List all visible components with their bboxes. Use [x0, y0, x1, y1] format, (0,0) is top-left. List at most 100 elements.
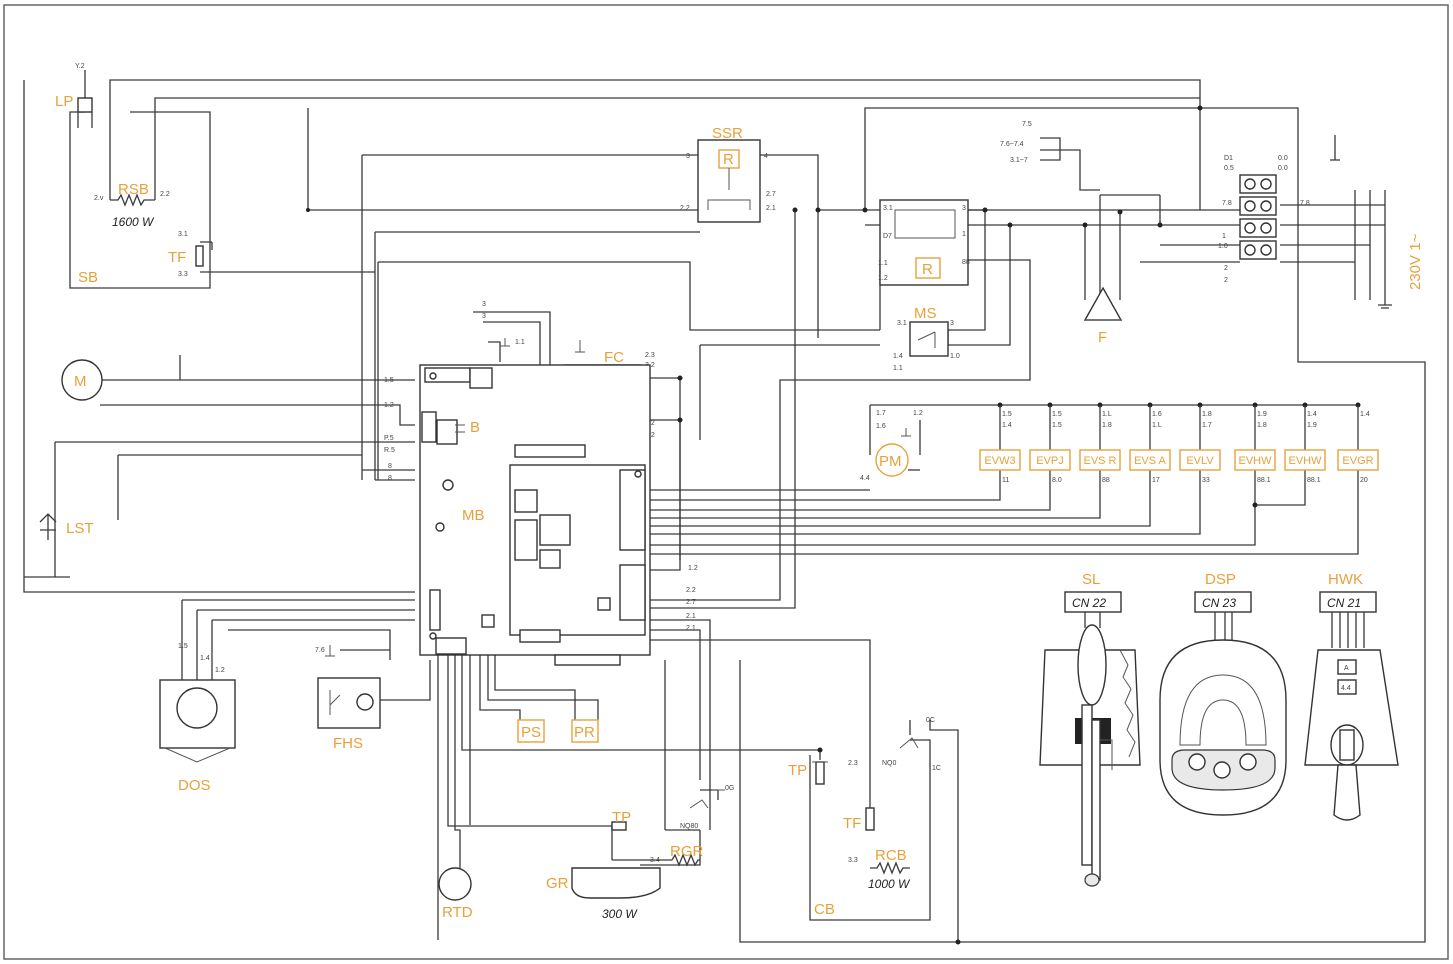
tf2-label: TF [843, 815, 861, 832]
rgr-power: 300 W [602, 907, 638, 921]
valve-label: EVLV [1186, 455, 1214, 467]
svg-text:NQ0: NQ0 [882, 760, 897, 767]
svg-text:3.1~7: 3.1~7 [1010, 157, 1028, 164]
svg-text:1.2: 1.2 [688, 565, 698, 572]
svg-text:1.1: 1.1 [878, 260, 888, 267]
sl-label: SL [1082, 571, 1100, 588]
svg-text:D1: D1 [1224, 155, 1233, 162]
svg-text:2.2: 2.2 [680, 205, 690, 212]
fhs-label: FHS [333, 735, 363, 752]
svg-text:1: 1 [1222, 233, 1226, 240]
valve-label: EVW3 [984, 455, 1015, 467]
valve-pin-label: 33 [1202, 477, 1210, 484]
valve-pin-label: 17 [1152, 477, 1160, 484]
svg-text:1.6: 1.6 [876, 423, 886, 430]
svg-text:2.2: 2.2 [686, 587, 696, 594]
main-relay: R 3.1 3 D7 1 1.1 1.2 88 [878, 199, 970, 286]
mb-b-label: B [470, 419, 480, 436]
rcb-power: 1000 W [868, 877, 911, 891]
svg-text:1.2: 1.2 [878, 275, 888, 282]
svg-text:2.2: 2.2 [160, 191, 170, 198]
svg-text:1.5: 1.5 [178, 643, 188, 650]
relay-r-label: R [922, 261, 933, 278]
terminal-block: D1 0.5 0.0 0.0 7.8 7.8 1 1.0 2 2 [1218, 155, 1310, 284]
svg-text:3.3: 3.3 [178, 271, 188, 278]
svg-text:2.7: 2.7 [686, 599, 696, 606]
svg-text:2: 2 [1224, 265, 1228, 272]
svg-text:7.8: 7.8 [1222, 200, 1232, 207]
dsp-display: DSP CN 23 [1159, 571, 1287, 816]
valve-pin-label: 88 [1102, 477, 1110, 484]
ps-label: PS [521, 724, 541, 741]
valve-pin-label: 1.8 [1102, 422, 1112, 429]
valve-pin-label: 1.6 [1152, 411, 1162, 418]
svg-text:3: 3 [962, 205, 966, 212]
svg-text:3.1: 3.1 [883, 205, 893, 212]
svg-text:0G: 0G [725, 785, 734, 792]
svg-text:8: 8 [388, 463, 392, 470]
valve-pin-label: 1.4 [1307, 411, 1317, 418]
mains-supply: 230V 1~ [1378, 233, 1424, 309]
pm-label: PM [879, 453, 902, 470]
svg-text:Y.2: Y.2 [75, 63, 85, 70]
dos-label: DOS [178, 777, 211, 794]
svg-text:3: 3 [950, 320, 954, 327]
mb-label: MB [462, 507, 485, 524]
gr-label: GR [546, 875, 569, 892]
svg-text:3: 3 [482, 313, 486, 320]
rcb-label: RCB [875, 847, 907, 864]
svg-text:3.1: 3.1 [178, 231, 188, 238]
rtd-label: RTD [442, 904, 473, 921]
sb-label: SB [78, 269, 98, 286]
svg-text:2: 2 [1224, 277, 1228, 284]
svg-text:2.1: 2.1 [686, 613, 696, 620]
mains-label: 230V 1~ [1407, 233, 1424, 290]
svg-text:3.3: 3.3 [848, 857, 858, 864]
tf1-label: TF [168, 249, 186, 266]
svg-text:1.2: 1.2 [913, 410, 923, 417]
svg-text:4: 4 [764, 153, 768, 160]
valve-pin-label: 1.5 [1052, 411, 1062, 418]
svg-text:3: 3 [686, 153, 690, 160]
pr-label: PR [574, 724, 595, 741]
valve-pin-label: 1.L [1102, 411, 1112, 418]
tp-gr-label: TP [612, 809, 631, 826]
svg-text:0.0: 0.0 [1278, 165, 1288, 172]
svg-text:1: 1 [962, 231, 966, 238]
junction-dots [306, 105, 1361, 945]
f-label: F [1098, 329, 1107, 346]
wires [23, 79, 1426, 943]
valve-evs-r-2: EVS R1.L1.888 [1079, 405, 1121, 484]
svg-text:4.4: 4.4 [1341, 685, 1351, 692]
valve-label: EVGR [1342, 455, 1373, 467]
sl-steam-lever: SL CN 22 [1039, 571, 1141, 887]
svg-text:88: 88 [962, 259, 970, 266]
valve-label: EVHW [1289, 455, 1323, 467]
sl-connector: CN 22 [1072, 596, 1106, 610]
svg-text:0.0: 0.0 [1278, 155, 1288, 162]
svg-text:2.1: 2.1 [686, 625, 696, 632]
svg-text:0.5: 0.5 [1224, 165, 1234, 172]
hwk-label: HWK [1328, 571, 1363, 588]
valve-pin-label: 1.8 [1257, 422, 1267, 429]
svg-text:R.5: R.5 [384, 447, 395, 454]
svg-text:1.4: 1.4 [200, 655, 210, 662]
valve-pin-label: 88.1 [1307, 477, 1321, 484]
ps-pr-sensors: PS PR [517, 719, 599, 743]
svg-text:1.1: 1.1 [893, 365, 903, 372]
svg-text:1.5: 1.5 [384, 377, 394, 384]
valve-label: EVHW [1239, 455, 1273, 467]
svg-text:1.0: 1.0 [950, 353, 960, 360]
ms-switch: MS 3.1 3 1.4 1.1 1.0 [893, 305, 960, 372]
valve-pin-label: 20 [1360, 477, 1368, 484]
svg-text:1.7: 1.7 [876, 410, 886, 417]
svg-text:1C: 1C [932, 765, 941, 772]
motor: M [61, 359, 103, 401]
lp-label: LP [55, 93, 73, 110]
dsp-label: DSP [1205, 571, 1236, 588]
ms-label: MS [914, 305, 937, 322]
valve-pin-label: 1.8 [1202, 411, 1212, 418]
